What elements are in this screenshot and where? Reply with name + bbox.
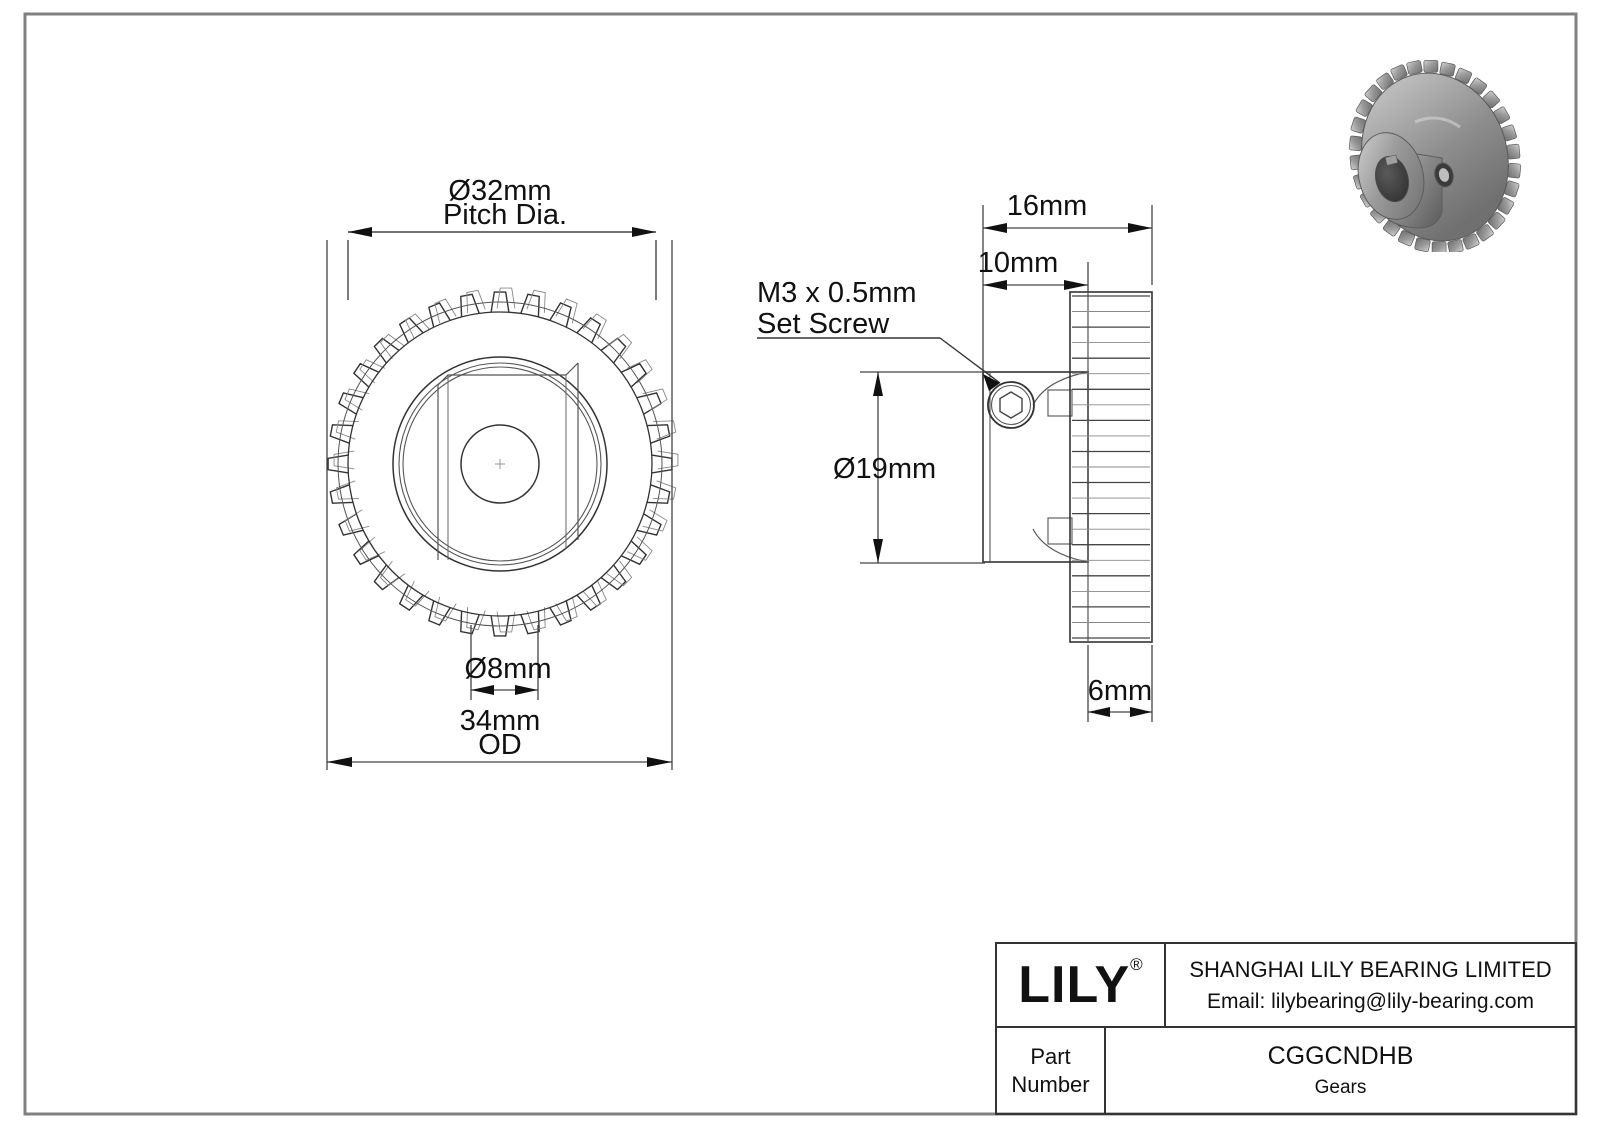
hub-inner-circle-a	[398, 362, 602, 566]
arrowhead-bore-left	[471, 685, 494, 695]
part-number-value: CGGCNDHB	[1267, 1042, 1414, 1070]
gear-tooth-outline-rear	[333, 287, 679, 633]
iso-gear-tooth	[1454, 67, 1473, 84]
iso-gear-tooth	[1397, 230, 1416, 247]
callout-arrowhead	[983, 374, 1000, 391]
lily-logo-text: LILY	[1018, 956, 1131, 1014]
iso-gear-tooth	[1406, 60, 1423, 75]
iso-gear-tooth	[1488, 211, 1506, 230]
iso-gear-tooth	[1364, 84, 1382, 103]
iso-gear-tooth	[1476, 224, 1494, 242]
iso-gear-tooth	[1423, 59, 1439, 73]
registered-trademark-icon: ®	[1130, 955, 1143, 974]
hub-outer-circle	[392, 356, 608, 572]
hub-inner-circle-b	[402, 366, 598, 562]
sheet-border	[23, 12, 1578, 1116]
iso-gear-tooth	[1506, 143, 1521, 160]
iso-gear-tooth	[1376, 72, 1394, 90]
hub-projection-top	[437, 362, 579, 386]
hub-dia-value: Ø19mm	[833, 453, 936, 485]
iso-gear-tooth	[1462, 233, 1480, 250]
company-cell: SHANGHAI LILY BEARING LIMITED Email: lil…	[1165, 943, 1576, 1027]
iso-set-screw-head	[1438, 168, 1450, 182]
part-number-label-line2: Number	[1011, 1071, 1090, 1097]
set-screw-spec-line2: Set Screw	[757, 308, 890, 340]
company-name: SHANGHAI LILY BEARING LIMITED	[1189, 956, 1552, 982]
iso-gear-tooth	[1497, 197, 1515, 215]
iso-bore	[1375, 155, 1409, 203]
iso-gear-tooth	[1507, 162, 1522, 179]
set-screw-spec-line1: M3 x 0.5mm	[757, 277, 917, 309]
arrowhead-od-left	[327, 757, 352, 767]
overall-width-value: 16mm	[1007, 190, 1088, 222]
arrowhead-16mm-right	[1128, 223, 1152, 233]
arrowhead-10mm-left	[983, 280, 1007, 290]
iso-gear-tooth	[1439, 61, 1456, 77]
od-value: 34mm	[460, 705, 541, 737]
iso-gear-tooth	[1355, 99, 1373, 117]
part-number-label-cell: Part Number	[996, 1027, 1105, 1114]
arrowhead-19mm-bottom	[873, 539, 883, 563]
hub-fillet-bottom	[1032, 528, 1089, 563]
root-circle	[347, 311, 653, 617]
bore-dia-value: Ø8mm	[465, 653, 552, 685]
title-block-frame	[995, 942, 1577, 1115]
set-screw-inner-circle	[990, 384, 1032, 426]
arrowhead-bore-right	[515, 685, 538, 695]
iso-highlight	[1414, 116, 1461, 129]
iso-gear-tooth	[1414, 237, 1431, 253]
iso-gear-tooth	[1431, 241, 1447, 255]
face-width-value: 6mm	[1088, 675, 1152, 707]
arrowhead-pitch-left	[348, 227, 372, 237]
pitch-circle	[337, 301, 663, 627]
od-caption: OD	[478, 729, 522, 761]
arrowhead-16mm-left	[983, 223, 1007, 233]
hub-fillet-top	[1032, 371, 1089, 406]
gear-body-outline	[1069, 291, 1153, 643]
pitch-dia-caption: Pitch Dia.	[443, 199, 567, 231]
iso-keyway	[1384, 154, 1399, 166]
arrowhead-10mm-right	[1064, 280, 1088, 290]
set-screw-hex-socket	[999, 391, 1023, 419]
arrowhead-6mm-right	[1130, 707, 1152, 717]
iso-gear-tooth	[1390, 64, 1408, 81]
set-screw-outer-circle	[987, 381, 1035, 429]
front-gear-view: Ø32mm Pitch Dia. Ø8mm 34mm OD	[326, 175, 679, 770]
logo-cell: LILY ®	[996, 943, 1165, 1027]
title-block	[995, 942, 1577, 1115]
hub-step-bottom	[1047, 517, 1073, 545]
isometric-gear-render	[1320, 52, 1530, 255]
company-email: Email: lilybearing@lily-bearing.com	[1206, 989, 1535, 1013]
gear-teeth-profile	[327, 287, 679, 637]
arrowhead-19mm-top	[873, 372, 883, 396]
hub-step-top	[1047, 389, 1073, 417]
hub-width-value: 10mm	[978, 247, 1059, 279]
iso-gear-tooth	[1447, 239, 1464, 254]
pitch-dia-value: Ø32mm	[448, 175, 551, 207]
part-category: Gears	[1314, 1077, 1367, 1098]
part-number-value-cell: CGGCNDHB Gears	[1105, 1027, 1576, 1114]
center-bore-circle	[460, 424, 540, 504]
part-number-label-line1: Part	[1030, 1044, 1071, 1069]
callout-leader-diagonal	[939, 337, 1001, 384]
arrowhead-pitch-right	[632, 227, 656, 237]
arrowhead-od-right	[647, 757, 672, 767]
arrowhead-6mm-left	[1088, 707, 1110, 717]
iso-gear-tooth	[1348, 135, 1363, 152]
side-section-view: 16mm 10mm	[757, 190, 1153, 722]
gear-teeth-bands	[1072, 295, 1150, 639]
